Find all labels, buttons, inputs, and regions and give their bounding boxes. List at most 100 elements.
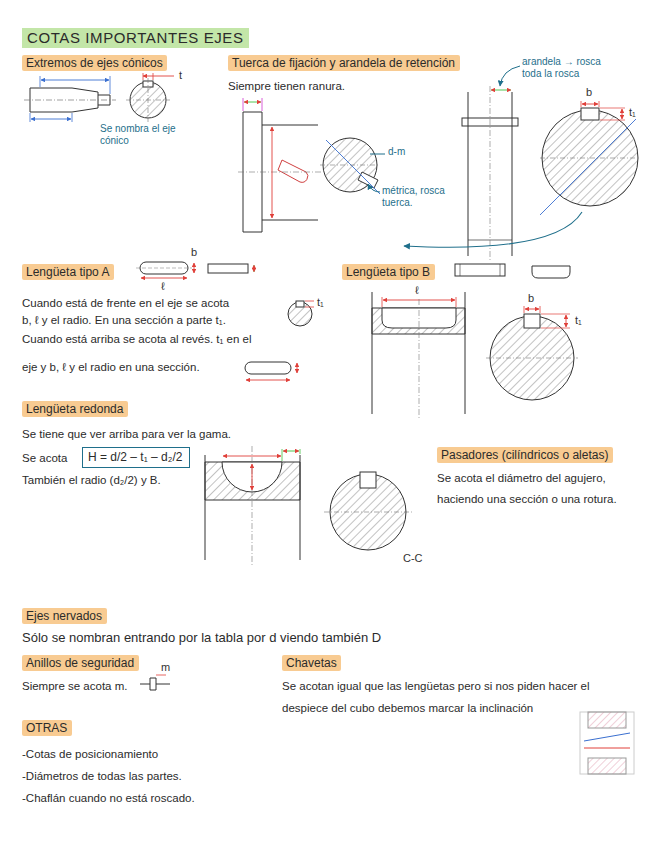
round-key-section-part [324,512,412,513]
shaft-section-keyway-part [143,73,144,80]
shaft-washer-drawing-part [491,90,511,91]
key-type-b-drawing-part [419,288,420,418]
washer-cross-section-part [581,108,599,120]
retaining-ring-symbol-part [140,678,156,690]
round-key-drawing [205,446,300,566]
key-type-a-drawing-part [254,265,255,272]
nut-cross-section-part [370,154,385,155]
dimension-letter: C-C [402,552,424,565]
washer-cross-section-part [581,101,582,107]
dimension-letter: b [190,246,198,259]
note-text: Sólo se nombran entrando por la tabla po… [22,630,381,646]
dimension-letter: b [527,292,535,305]
dimension-letter: t₁ [316,296,325,309]
retaining-ring-symbol-part [156,675,166,676]
key-a-section-part [288,302,312,326]
key-type-a-drawing-part [297,363,298,373]
section-heading: Anillos de seguridad [22,655,139,671]
key-b-section-part [541,314,570,315]
dimension-letter: t [178,69,183,82]
key-a-section-part [305,301,314,302]
washer-cross-section [540,101,640,215]
nut-section-drawing [238,98,322,232]
nut-section-drawing-part [262,98,263,111]
round-key-drawing-part [283,451,299,452]
key-b-section-part [540,306,541,313]
heading-text: Pasadores (cilíndricos o aletas) [441,448,608,462]
dimension-letter: t₁ [574,314,583,327]
shaft-section-keyway [126,73,174,122]
conical-shaft-drawing-part [30,113,31,122]
shaft-washer-drawing-part [512,92,513,256]
note-text: Se acotan igual que las lengüetas pero s… [282,680,590,694]
round-key-section-part [360,472,376,488]
retaining-ring-symbol-part [156,684,170,685]
cotter-hub-drawing-part [584,748,630,749]
note-text: -Cotas de posicionamiento [22,748,158,762]
section-heading: Pasadores (cilíndricos o aletas) [437,447,613,463]
key-b-section-part [566,315,567,327]
key-type-a-drawing-part [194,263,195,273]
page-title: COTAS IMPORTANTES EJES [22,28,249,48]
note-text: También el radio (d₂/2) y B. [22,474,161,488]
section-heading: Lengüeta tipo A [22,264,114,280]
key-type-b-drawing-part [382,297,383,307]
nut-cross-section-part [368,184,380,192]
section-heading: Lengüeta tipo B [342,264,435,280]
key-type-b-drawing-part [500,264,501,276]
nut-cross-section-part [326,140,380,194]
conical-shaft-drawing-part [72,113,73,122]
conical-shaft-drawing-part [31,119,71,120]
section-heading: Extremos de ejes cónicos [22,55,167,71]
key-b-section-part [525,309,539,310]
note-text: Se acota el diámetro del agujero, [437,472,606,486]
key-b-section-part [486,358,578,359]
shaft-washer-drawing-part [500,66,520,86]
dimension-letter: b [585,86,593,99]
heading-text: Extremos de ejes cónicos [26,56,163,70]
key-b-section [486,306,578,400]
heading-text: Chavetas [286,656,337,670]
note-text: Cuando está de frente en el eje se acota [22,297,229,311]
dimension-letter: t₁ [628,106,637,119]
heading-text: Lengüeta tipo A [26,265,109,279]
note-text: Siempre se acota m. [22,680,127,694]
note-text: Siempre tienen ranura. [228,80,345,94]
formula-box: H = d/2 – t₁ – d₂/2 [82,447,190,468]
annotation-note: métrica, rosca tuerca. [382,185,454,208]
dimension-letter: ℓ [160,280,166,293]
heading-text: Lengüeta tipo B [346,265,430,279]
round-key-drawing-part [205,462,300,500]
key-type-b-drawing-part [455,264,505,276]
note-text: Cuando está arriba se acota al revés. t₁… [22,333,252,347]
note-text: Se tiene que ver arriba para ver la gama… [22,428,231,442]
shaft-washer-drawing-part [404,212,582,247]
nut-section-drawing-part [243,98,244,111]
section-heading: Ejes nervados [22,608,107,624]
round-key-drawing-part [300,449,301,454]
key-b-section-part [524,314,540,328]
key-a-section [288,301,314,326]
note-text: -Diámetros de todas las partes. [22,770,182,784]
key-type-b-drawing-part [460,264,461,276]
conical-shaft-drawing [24,76,116,122]
nut-section-drawing-part [262,220,318,221]
conical-shaft-drawing-part [24,100,116,101]
cotter-hub-drawing-part [584,733,630,741]
heading-text: Anillos de seguridad [26,656,134,670]
annotation-note: Se nombra el eje cónico [100,123,178,146]
washer-cross-section-part [600,120,625,121]
section-heading: Chavetas [282,655,341,671]
section-heading: Tuerca de fijación y arandela de retenci… [228,55,460,71]
note-text: Se acota [22,452,67,466]
key-type-a-drawing-part [136,268,192,269]
shaft-section-keyway-part [143,76,174,77]
key-type-a-drawing-part [141,278,187,279]
shaft-section-keyway-part [148,78,149,122]
annotation-note: arandela → rosca toda la rosca [522,56,622,79]
heading-text: Tuerca de fijación y arandela de retenci… [232,56,455,70]
heading-text: Ejes nervados [26,609,102,623]
shaft-section-keyway-part [153,73,154,80]
